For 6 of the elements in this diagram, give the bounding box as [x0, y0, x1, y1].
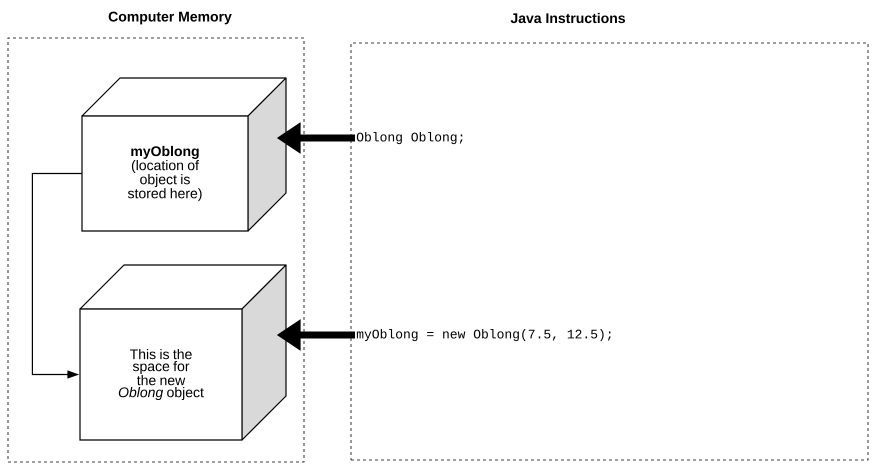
- panel-heading: Computer Memory: [108, 12, 232, 24]
- code-line: myOblong = new Oblong(7.5, 12.5);: [356, 328, 611, 342]
- panel-heading: Java Instructions: [510, 12, 625, 24]
- box-drawing: This is the space for the new Oblong object: [79, 264, 287, 441]
- code-line: Oblong Oblong;: [356, 132, 463, 144]
- box-drawing: myOblong (location of object is stored here): [81, 77, 287, 232]
